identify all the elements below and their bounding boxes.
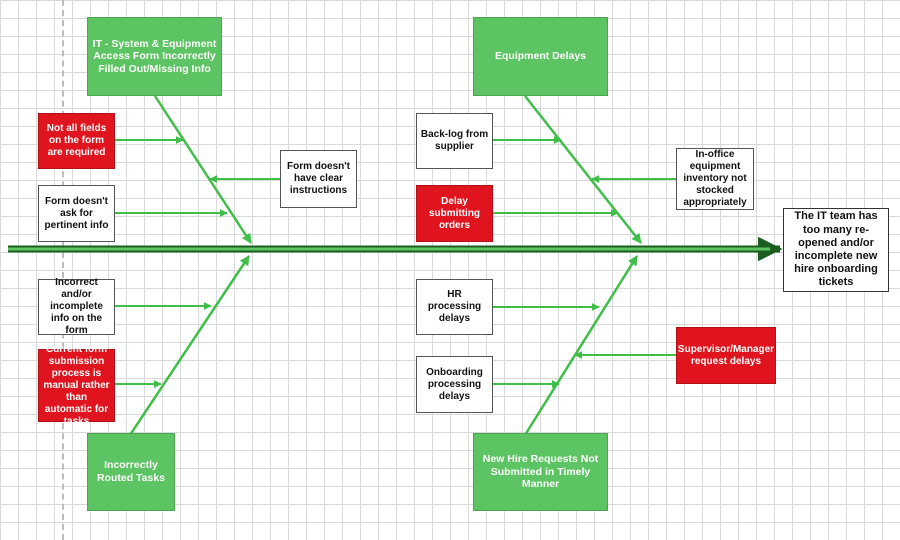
cause-backlog-supplier[interactable]: Back-log from supplier <box>416 113 493 169</box>
category-incorrectly-routed-label: Incorrectly Routed Tasks <box>96 459 166 484</box>
dashed-guide-line <box>62 0 64 540</box>
cause-form-no-pertinent[interactable]: Form doesn't ask for pertinent info <box>38 185 115 242</box>
bone-incorrectly-routed <box>128 255 251 436</box>
cause-hr-delays-label: HR processing delays <box>427 289 482 324</box>
cause-form-no-pertinent-label: Form doesn't ask for pertinent info <box>44 195 109 231</box>
cause-inventory-not-stocked-label: In-office equipment inventory not stocke… <box>683 149 747 208</box>
cause-onboarding-delays-label: Onboarding processing delays <box>426 366 483 402</box>
effect-box[interactable]: The IT team has too many re-opened and/o… <box>783 208 889 292</box>
effect-label: The IT team has too many re-opened and/o… <box>794 210 878 289</box>
cause-supervisor-delays-label: Supervisor/Manager request delays <box>677 343 775 367</box>
bone-it-form <box>153 95 253 244</box>
cause-form-no-instructions-label: Form doesn't have clear instructions <box>287 161 350 196</box>
cause-manual-process-label: Current form submission process is manua… <box>43 343 110 427</box>
cause-inventory-not-stocked[interactable]: In-office equipment inventory not stocke… <box>676 148 754 210</box>
bone-equipment-delays <box>524 95 642 244</box>
cause-incorrect-info[interactable]: Incorrect and/or incomplete info on the … <box>38 277 115 336</box>
cause-manual-process[interactable]: Current form submission process is manua… <box>38 344 115 427</box>
cause-incorrect-info-label: Incorrect and/or incomplete info on the … <box>50 277 103 336</box>
category-new-hire-requests[interactable]: New Hire Requests Not Submitted in Timel… <box>473 433 608 511</box>
cause-delay-orders[interactable]: Delay submitting orders <box>416 185 493 242</box>
category-it-form-label: IT - System & Equipment Access Form Inco… <box>92 37 217 75</box>
cause-form-no-instructions[interactable]: Form doesn't have clear instructions <box>280 150 357 208</box>
category-it-form[interactable]: IT - System & Equipment Access Form Inco… <box>87 17 222 96</box>
category-new-hire-requests-label: New Hire Requests Not Submitted in Timel… <box>482 453 599 491</box>
category-equipment-delays[interactable]: Equipment Delays <box>473 17 608 96</box>
bone-new-hire-requests <box>523 255 639 436</box>
cause-onboarding-delays[interactable]: Onboarding processing delays <box>416 356 493 413</box>
cause-not-all-fields[interactable]: Not all fields on the form are required <box>38 113 115 169</box>
cause-supervisor-delays[interactable]: Supervisor/Manager request delays <box>676 327 776 384</box>
cause-delay-orders-label: Delay submitting orders <box>428 195 481 231</box>
cause-hr-delays[interactable]: HR processing delays <box>416 279 493 335</box>
cause-not-all-fields-label: Not all fields on the form are required <box>46 123 107 158</box>
category-incorrectly-routed[interactable]: Incorrectly Routed Tasks <box>87 433 175 511</box>
cause-backlog-supplier-label: Back-log from supplier <box>420 129 489 152</box>
category-equipment-delays-label: Equipment Delays <box>494 50 587 63</box>
